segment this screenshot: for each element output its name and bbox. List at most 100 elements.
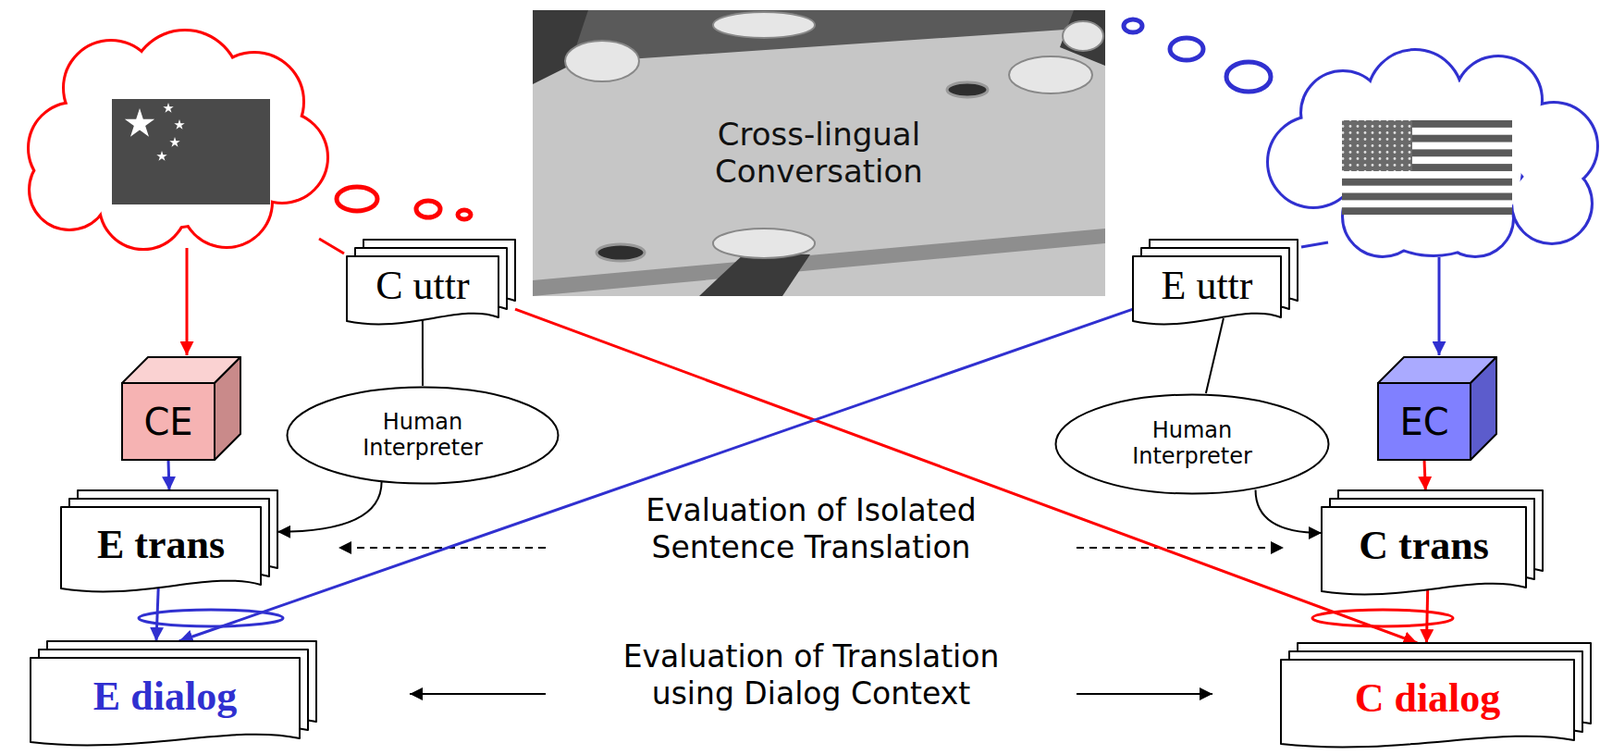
flag-star bbox=[162, 102, 173, 113]
document-stack: C dialog bbox=[1280, 642, 1591, 750]
connector bbox=[179, 308, 1133, 641]
dashed-pointer bbox=[1076, 546, 1284, 549]
flag-star bbox=[156, 150, 167, 161]
document-page bbox=[30, 657, 300, 745]
text-holder: Cross-lingual Conversation bbox=[532, 10, 1106, 296]
cloud-lobe bbox=[1513, 164, 1591, 243]
cloud-lobe bbox=[1513, 164, 1591, 243]
text-holder: C trans bbox=[1321, 506, 1527, 586]
node-text: C trans bbox=[1358, 522, 1490, 570]
hand bbox=[713, 228, 815, 259]
document-stack: E uttr bbox=[1132, 239, 1298, 327]
us-flag bbox=[1341, 120, 1513, 215]
solid-pointer bbox=[1076, 692, 1213, 695]
annotation-text: Evaluation of Translation using Dialog C… bbox=[598, 638, 1024, 713]
flag-stripe bbox=[1341, 178, 1513, 186]
hand bbox=[565, 40, 640, 82]
table-edge bbox=[532, 228, 1106, 296]
text-holder: Human Interpreter bbox=[285, 385, 560, 485]
connector bbox=[1206, 318, 1224, 394]
document-stack: E trans bbox=[61, 490, 278, 594]
cube-side bbox=[214, 356, 241, 460]
cloud-fill bbox=[29, 31, 327, 248]
document-page bbox=[346, 256, 499, 324]
table-hole bbox=[947, 82, 988, 98]
arm bbox=[699, 252, 811, 296]
interpreter-ellipse: Human Interpreter bbox=[1054, 393, 1330, 495]
annotation-text: Evaluation of Isolated Sentence Translat… bbox=[598, 492, 1024, 567]
text-holder: Human Interpreter bbox=[1054, 393, 1330, 495]
thought-bubble bbox=[1169, 37, 1204, 61]
text-holder: CE bbox=[122, 382, 215, 460]
node-text: Human Interpreter bbox=[344, 409, 502, 461]
cloud-link bbox=[319, 238, 345, 254]
cloud-arrow bbox=[185, 247, 189, 356]
document-stack: E dialog bbox=[30, 640, 317, 748]
connector bbox=[1424, 459, 1426, 491]
cube-front bbox=[1378, 382, 1471, 460]
text-holder: E trans bbox=[61, 506, 261, 583]
flag-canton bbox=[1341, 120, 1413, 172]
node-text: E uttr bbox=[1161, 262, 1254, 310]
flag-stripes bbox=[1341, 120, 1513, 215]
interpreter-ellipse: Human Interpreter bbox=[285, 385, 560, 485]
connector bbox=[1255, 490, 1322, 534]
node-text: C dialog bbox=[1354, 675, 1502, 723]
flag-star bbox=[169, 136, 180, 148]
thought-bubble bbox=[1123, 19, 1143, 33]
thought-bubbles bbox=[1123, 19, 1271, 92]
cloud-arrow bbox=[1438, 257, 1441, 356]
flag-star bbox=[173, 119, 185, 130]
node-text: CE bbox=[143, 400, 193, 444]
cube-front bbox=[122, 382, 215, 460]
text-holder: EC bbox=[1378, 382, 1471, 460]
document-page bbox=[1132, 256, 1281, 324]
thought-cloud bbox=[29, 31, 327, 248]
table-top bbox=[532, 26, 1106, 296]
node-text: E trans bbox=[97, 521, 225, 569]
thought-bubble bbox=[1226, 61, 1271, 92]
connector bbox=[421, 318, 424, 386]
node-text: EC bbox=[1399, 400, 1449, 444]
flag-stripe bbox=[1341, 193, 1513, 201]
photo-backdrop bbox=[532, 10, 1106, 296]
cloud-outline bbox=[1268, 50, 1597, 256]
hand bbox=[713, 12, 815, 38]
translator-cube: CE bbox=[122, 382, 215, 460]
document-page bbox=[1280, 659, 1575, 747]
cloud-link bbox=[1301, 242, 1329, 247]
node-text: E dialog bbox=[93, 673, 237, 721]
hand bbox=[1062, 21, 1104, 51]
solid-pointer bbox=[409, 692, 546, 695]
text-holder: E uttr bbox=[1132, 256, 1281, 316]
thought-bubble bbox=[457, 209, 471, 220]
document-stack: C uttr bbox=[346, 239, 516, 327]
hand bbox=[1009, 56, 1093, 94]
cloud-outline bbox=[29, 31, 327, 248]
text-holder: C dialog bbox=[1280, 659, 1575, 739]
node-text: Human Interpreter bbox=[1113, 418, 1271, 469]
text-holder: C uttr bbox=[346, 256, 499, 316]
flag-stripe bbox=[1341, 207, 1513, 215]
node-text: C uttr bbox=[375, 262, 469, 310]
thought-cloud bbox=[1268, 50, 1597, 256]
cloud-fill bbox=[1268, 50, 1597, 256]
thought-bubble bbox=[336, 186, 378, 211]
table-hole bbox=[596, 244, 645, 261]
photo-panel: Cross-lingual Conversation bbox=[532, 10, 1106, 296]
translator-cube: EC bbox=[1378, 382, 1471, 460]
thought-bubbles bbox=[336, 186, 471, 220]
thought-bubble bbox=[416, 200, 441, 218]
node-text: Cross-lingual Conversation bbox=[671, 116, 968, 189]
china-flag bbox=[111, 98, 271, 205]
ellipse-outline bbox=[1056, 394, 1330, 494]
document-page bbox=[61, 506, 261, 591]
connector bbox=[156, 585, 159, 641]
document-page bbox=[1321, 506, 1527, 594]
connector bbox=[168, 459, 170, 491]
connector bbox=[1426, 588, 1428, 643]
cube-side bbox=[1470, 356, 1497, 460]
text-holder: E dialog bbox=[30, 657, 300, 737]
document-stack: C trans bbox=[1321, 490, 1543, 597]
